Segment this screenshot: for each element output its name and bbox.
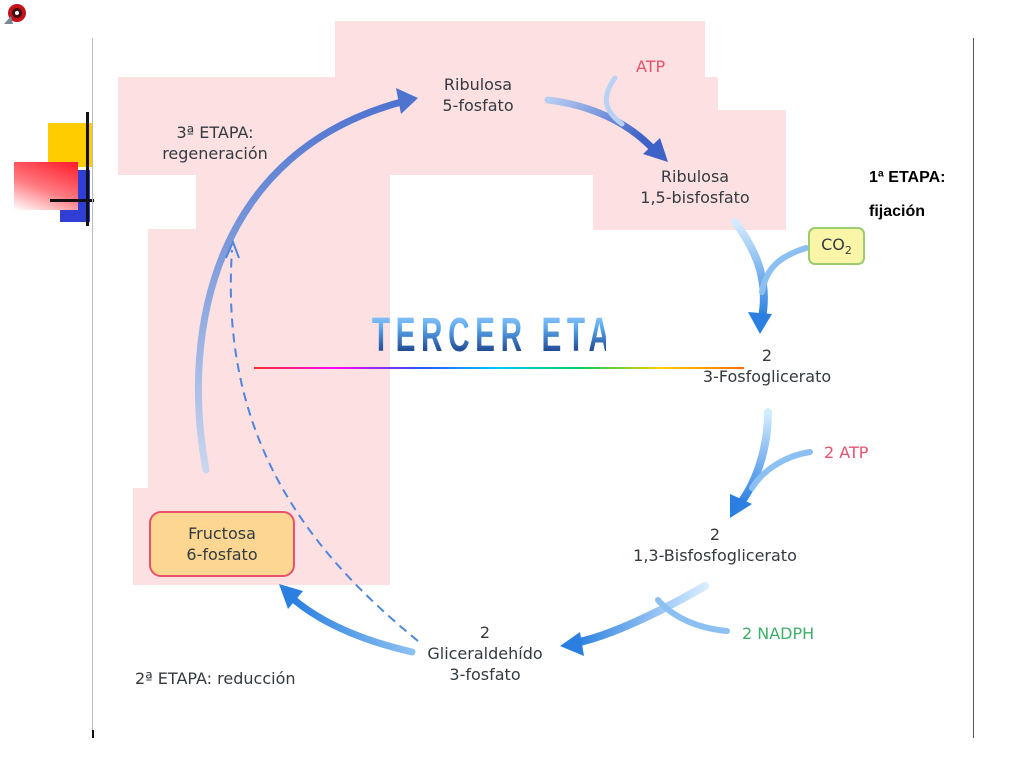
vertical-rule-decoration <box>86 112 89 226</box>
red-square-decoration <box>14 162 78 210</box>
co2-input-label: CO2 <box>821 235 852 258</box>
co2-box <box>808 227 865 265</box>
two-atp-input-label: 2 ATP <box>824 443 869 462</box>
fixation-stage-label: 1ª ETAPA: fijación <box>869 169 946 220</box>
left-frame-tick <box>92 730 94 738</box>
horizontal-rule-decoration <box>50 199 94 202</box>
logo-icon <box>3 2 27 26</box>
reduction-stage-label: 2ª ETAPA: reducción <box>135 669 296 688</box>
atp-input-label: ATP <box>636 57 666 76</box>
glyceraldehyde-3-phosphate-label: 2 Gliceraldehído 3-fosfato <box>427 623 543 684</box>
regeneration-stage-label: 3ª ETAPA: regeneración <box>162 123 268 163</box>
left-frame-line <box>92 38 93 738</box>
phosphoglycerate-label: 2 3-Fosfoglicerato <box>702 346 832 386</box>
slide-title: TERCER ETAPA <box>371 309 666 362</box>
nadph-input-label: 2 NADPH <box>742 624 815 643</box>
fructose-6-phosphate-box <box>149 511 295 577</box>
ribulose-5-phosphate-label: Ribulosa 5-fosfato <box>442 75 514 115</box>
fructose-6-phosphate-label: Fructosa 6-fosfato <box>186 524 258 564</box>
ribulose-bisphosphate-label: Ribulosa 1,5-bisfosfato <box>640 167 750 207</box>
title-underline <box>254 367 744 369</box>
right-frame-line <box>973 38 974 738</box>
yellow-square-decoration <box>48 123 92 167</box>
bisphosphoglycerate-label: 2 1,3-Bisfosfoglicerato <box>633 525 797 565</box>
